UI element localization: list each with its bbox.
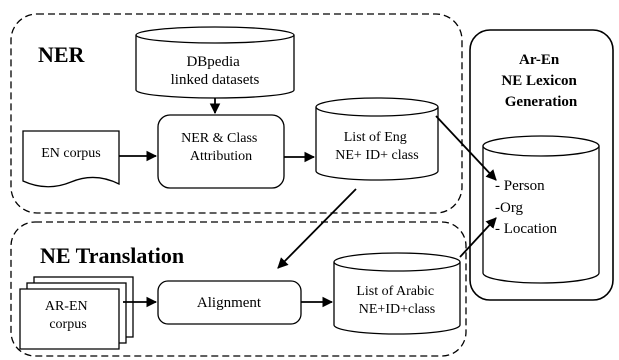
ner-group-title: NER bbox=[38, 42, 86, 67]
arrow-englist-to-lexicon bbox=[435, 115, 497, 181]
ar-en-corpus-document-stack: AR-EN corpus bbox=[19, 276, 134, 350]
en-corpus-label: EN corpus bbox=[41, 146, 101, 161]
lexicon-datastore-label: - Person -Org - Location bbox=[495, 178, 558, 237]
dbpedia-datastore: DBpedia linked datasets bbox=[135, 26, 295, 99]
lexicon-group-title: Ar-En NE Lexicon Generation bbox=[501, 52, 580, 110]
ner-class-attribution-label: NER & Class Attribution bbox=[181, 131, 261, 164]
connectors bbox=[119, 98, 497, 308]
arrow-englist-to-alignment bbox=[277, 188, 357, 269]
ner-group: NER bbox=[10, 13, 463, 214]
en-corpus-document: EN corpus bbox=[22, 130, 120, 188]
eng-ne-list-datastore: List of Eng NE+ ID+ class bbox=[315, 97, 439, 181]
ner-class-attribution-process: NER & Class Attribution bbox=[157, 114, 285, 189]
alignment-process: Alignment bbox=[157, 280, 302, 325]
lexicon-title-line-2: NE Lexicon bbox=[501, 73, 577, 89]
dbpedia-label: DBpedia linked datasets bbox=[171, 54, 260, 88]
ne-translation-group-title: NE Translation bbox=[40, 243, 184, 268]
lexicon-group: Ar-En NE Lexicon Generation bbox=[469, 29, 614, 301]
arabic-ne-list-datastore: List of Arabic NE+ID+class bbox=[333, 252, 461, 335]
lexicon-datastore: - Person -Org - Location bbox=[482, 135, 600, 284]
lexicon-title-line-3: Generation bbox=[505, 94, 578, 110]
arabic-ne-list-label: List of Arabic NE+ID+class bbox=[356, 284, 437, 317]
ar-en-corpus-label: AR-EN corpus bbox=[45, 299, 91, 332]
lexicon-title-line-1: Ar-En bbox=[519, 52, 560, 68]
alignment-label: Alignment bbox=[197, 295, 262, 311]
ne-translation-group: NE Translation bbox=[10, 221, 467, 357]
eng-ne-list-label: List of Eng NE+ ID+ class bbox=[335, 130, 418, 163]
arrow-arabiclist-to-lexicon bbox=[459, 217, 497, 258]
